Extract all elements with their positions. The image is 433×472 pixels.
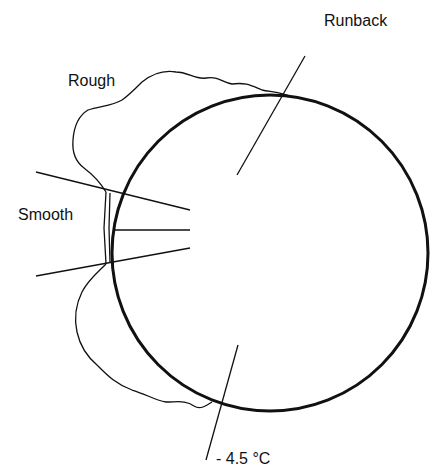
lower-boundary-line: [206, 345, 238, 460]
smooth-boundary-line: [36, 248, 190, 276]
smooth-center-line: [114, 229, 190, 230]
rough-ice-upper: [73, 71, 292, 192]
runback-boundary-line: [237, 56, 305, 175]
region-label: Runback: [324, 12, 387, 30]
smooth-boundary-line: [36, 172, 190, 210]
temperature-label: - 4.5 °C: [216, 450, 270, 468]
region-label: Smooth: [18, 206, 73, 224]
smooth-ice-face: [104, 192, 110, 264]
rough-ice-lower: [76, 264, 212, 408]
region-label: Rough: [68, 72, 115, 90]
